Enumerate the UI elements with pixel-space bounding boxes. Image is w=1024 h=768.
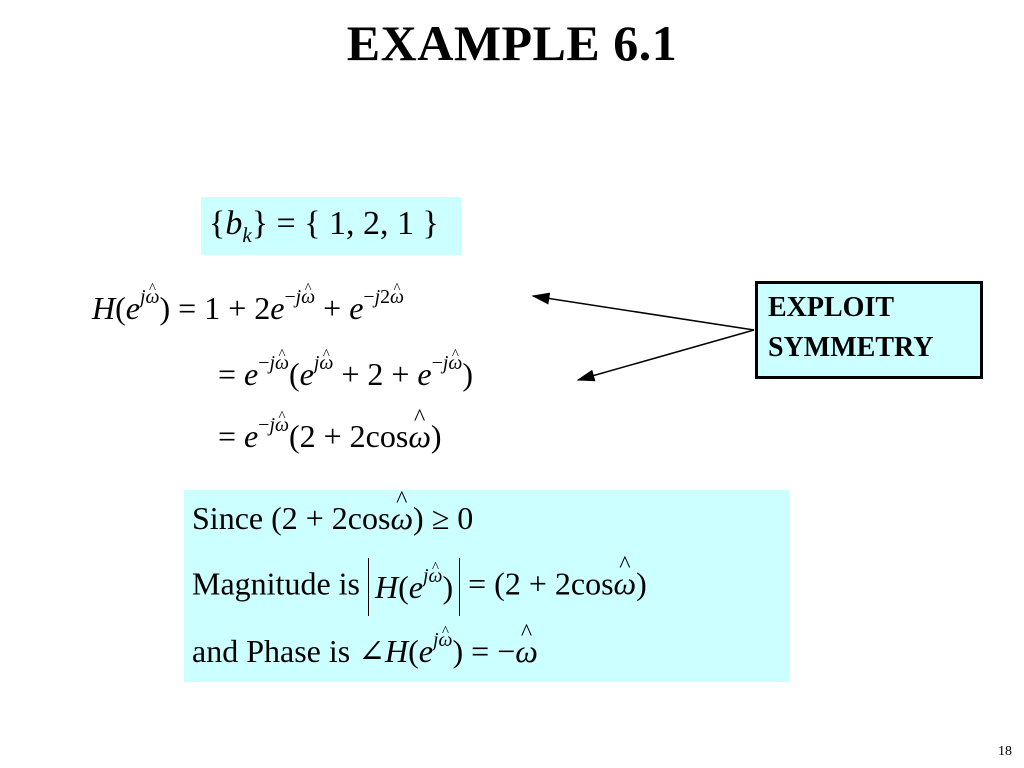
frequency-response-line-1: H(ejω) = 1 + 2e−jω + e−j2ω: [92, 286, 405, 326]
magnitude-statement: Magnitude is H(ejω) = (2 + 2cosω): [192, 558, 647, 616]
magnitude-phase-box: Since (2 + 2cosω) ≥ 0 Magnitude is H(ejω…: [184, 490, 789, 682]
coefficients-equation: {bk} = { 1, 2, 1 }: [209, 205, 439, 247]
callout-line-2: SYMMETRY: [768, 332, 934, 363]
slide-title: EXAMPLE 6.1: [346, 15, 678, 71]
phase-statement: and Phase is ∠H(ejω) = −ω: [192, 630, 538, 670]
coefficients-box: {bk} = { 1, 2, 1 }: [201, 197, 461, 255]
page-number: 18: [998, 744, 1012, 759]
since-statement: Since (2 + 2cosω) ≥ 0: [192, 500, 473, 537]
arrow-to-line-1: [531, 292, 755, 331]
arrow-to-line-2: [576, 329, 755, 382]
callout-line-1: EXPLOIT: [768, 292, 895, 323]
frequency-response-line-3: = e−jω(2 + 2cosω): [218, 415, 442, 455]
exploit-symmetry-callout: EXPLOIT SYMMETRY: [755, 281, 983, 379]
frequency-response-line-2: = e−jω(ejω + 2 + e−jω): [218, 352, 473, 392]
